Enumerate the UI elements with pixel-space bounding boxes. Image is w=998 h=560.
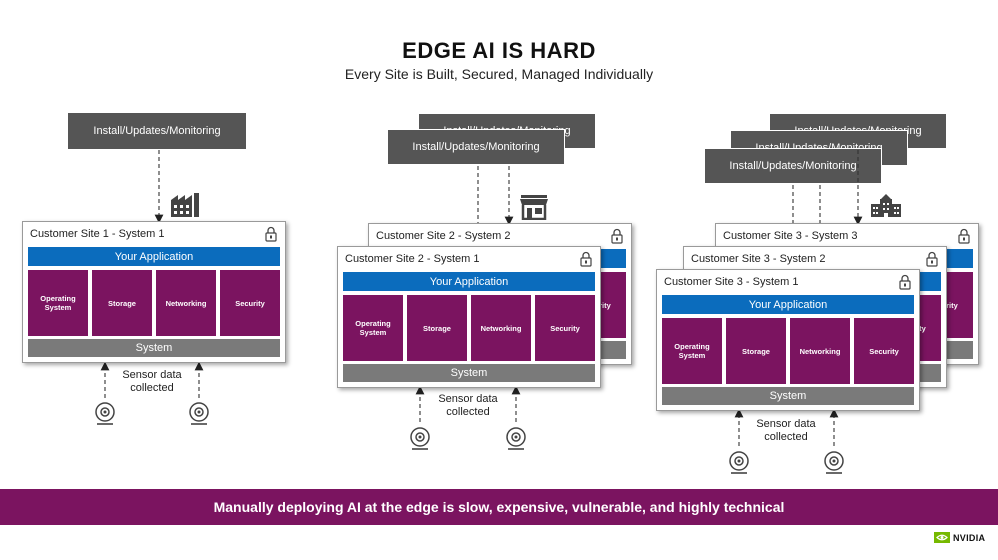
lock-icon: [958, 228, 970, 244]
tile-storage: Storage: [726, 318, 786, 384]
application-bar: Your Application: [343, 272, 595, 291]
site-title: Customer Site 3 - System 1: [664, 276, 799, 288]
tile-operating-system: Operating System: [343, 295, 403, 361]
lock-icon: [265, 226, 277, 242]
lock-icon: [580, 251, 592, 267]
camera-icon: [824, 451, 844, 474]
tile-operating-system: Operating System: [662, 318, 722, 384]
system-bar: System: [662, 387, 914, 405]
sensor-label-site1: Sensor data collected: [112, 369, 192, 395]
install-box-site3-front: Install/Updates/Monitoring: [704, 148, 882, 184]
camera-icon: [729, 451, 749, 474]
camera-icon: [189, 402, 209, 425]
site-card-site3-system1: Customer Site 3 - System 1 Your Applicat…: [656, 269, 920, 411]
page-title: EDGE AI IS HARD: [402, 38, 596, 63]
component-tiles: Operating System Storage Networking Secu…: [343, 295, 595, 361]
site-title: Customer Site 3 - System 2: [691, 253, 826, 265]
building-icon: [871, 194, 901, 217]
lock-icon: [899, 274, 911, 290]
install-box-site2-front: Install/Updates/Monitoring: [387, 129, 565, 165]
system-bar: System: [28, 339, 280, 357]
site-title: Customer Site 2 - System 1: [345, 253, 480, 265]
site-card-site1-system1: Customer Site 1 - System 1 Your Applicat…: [22, 221, 286, 363]
tile-storage: Storage: [407, 295, 467, 361]
lock-icon: [926, 251, 938, 267]
tile-operating-system: Operating System: [28, 270, 88, 336]
camera-icon: [95, 402, 115, 425]
page-subtitle: Every Site is Built, Secured, Managed In…: [344, 66, 654, 82]
footer-banner: Manually deploying AI at the edge is slo…: [0, 489, 998, 525]
site-title: Customer Site 3 - System 3: [723, 230, 858, 242]
tile-security: Security: [220, 270, 280, 336]
lock-icon: [611, 228, 623, 244]
site-title: Customer Site 2 - System 2: [376, 230, 511, 242]
component-tiles: Operating System Storage Networking Secu…: [28, 270, 280, 336]
application-bar: Your Application: [662, 295, 914, 314]
site-card-site2-system1: Customer Site 2 - System 1 Your Applicat…: [337, 246, 601, 388]
nvidia-eye-icon: [934, 532, 950, 543]
sensor-label-line2: collected: [446, 406, 490, 418]
tile-security: Security: [535, 295, 595, 361]
site-title: Customer Site 1 - System 1: [30, 228, 165, 240]
sensor-label-line1: Sensor data: [756, 418, 816, 430]
install-box-site1: Install/Updates/Monitoring: [68, 113, 246, 149]
tile-security: Security: [854, 318, 914, 384]
camera-icon: [410, 427, 430, 450]
camera-icon: [506, 427, 526, 450]
sensor-label-line2: collected: [130, 382, 174, 394]
tile-networking: Networking: [156, 270, 216, 336]
system-bar: System: [343, 364, 595, 382]
tile-networking: Networking: [790, 318, 850, 384]
sensor-label-site3: Sensor data collected: [746, 418, 826, 444]
nvidia-logo: NVIDIA: [934, 532, 985, 543]
brand-name: NVIDIA: [953, 532, 986, 543]
sensor-label-line1: Sensor data: [438, 393, 498, 405]
tile-networking: Networking: [471, 295, 531, 361]
sensor-label-line1: Sensor data: [122, 369, 182, 381]
application-bar: Your Application: [28, 247, 280, 266]
sensor-label-line2: collected: [764, 431, 808, 443]
factory-icon: [171, 193, 199, 217]
tile-storage: Storage: [92, 270, 152, 336]
component-tiles: Operating System Storage Networking Secu…: [662, 318, 914, 384]
sensor-label-site2: Sensor data collected: [428, 393, 508, 419]
store-icon: [520, 195, 548, 220]
